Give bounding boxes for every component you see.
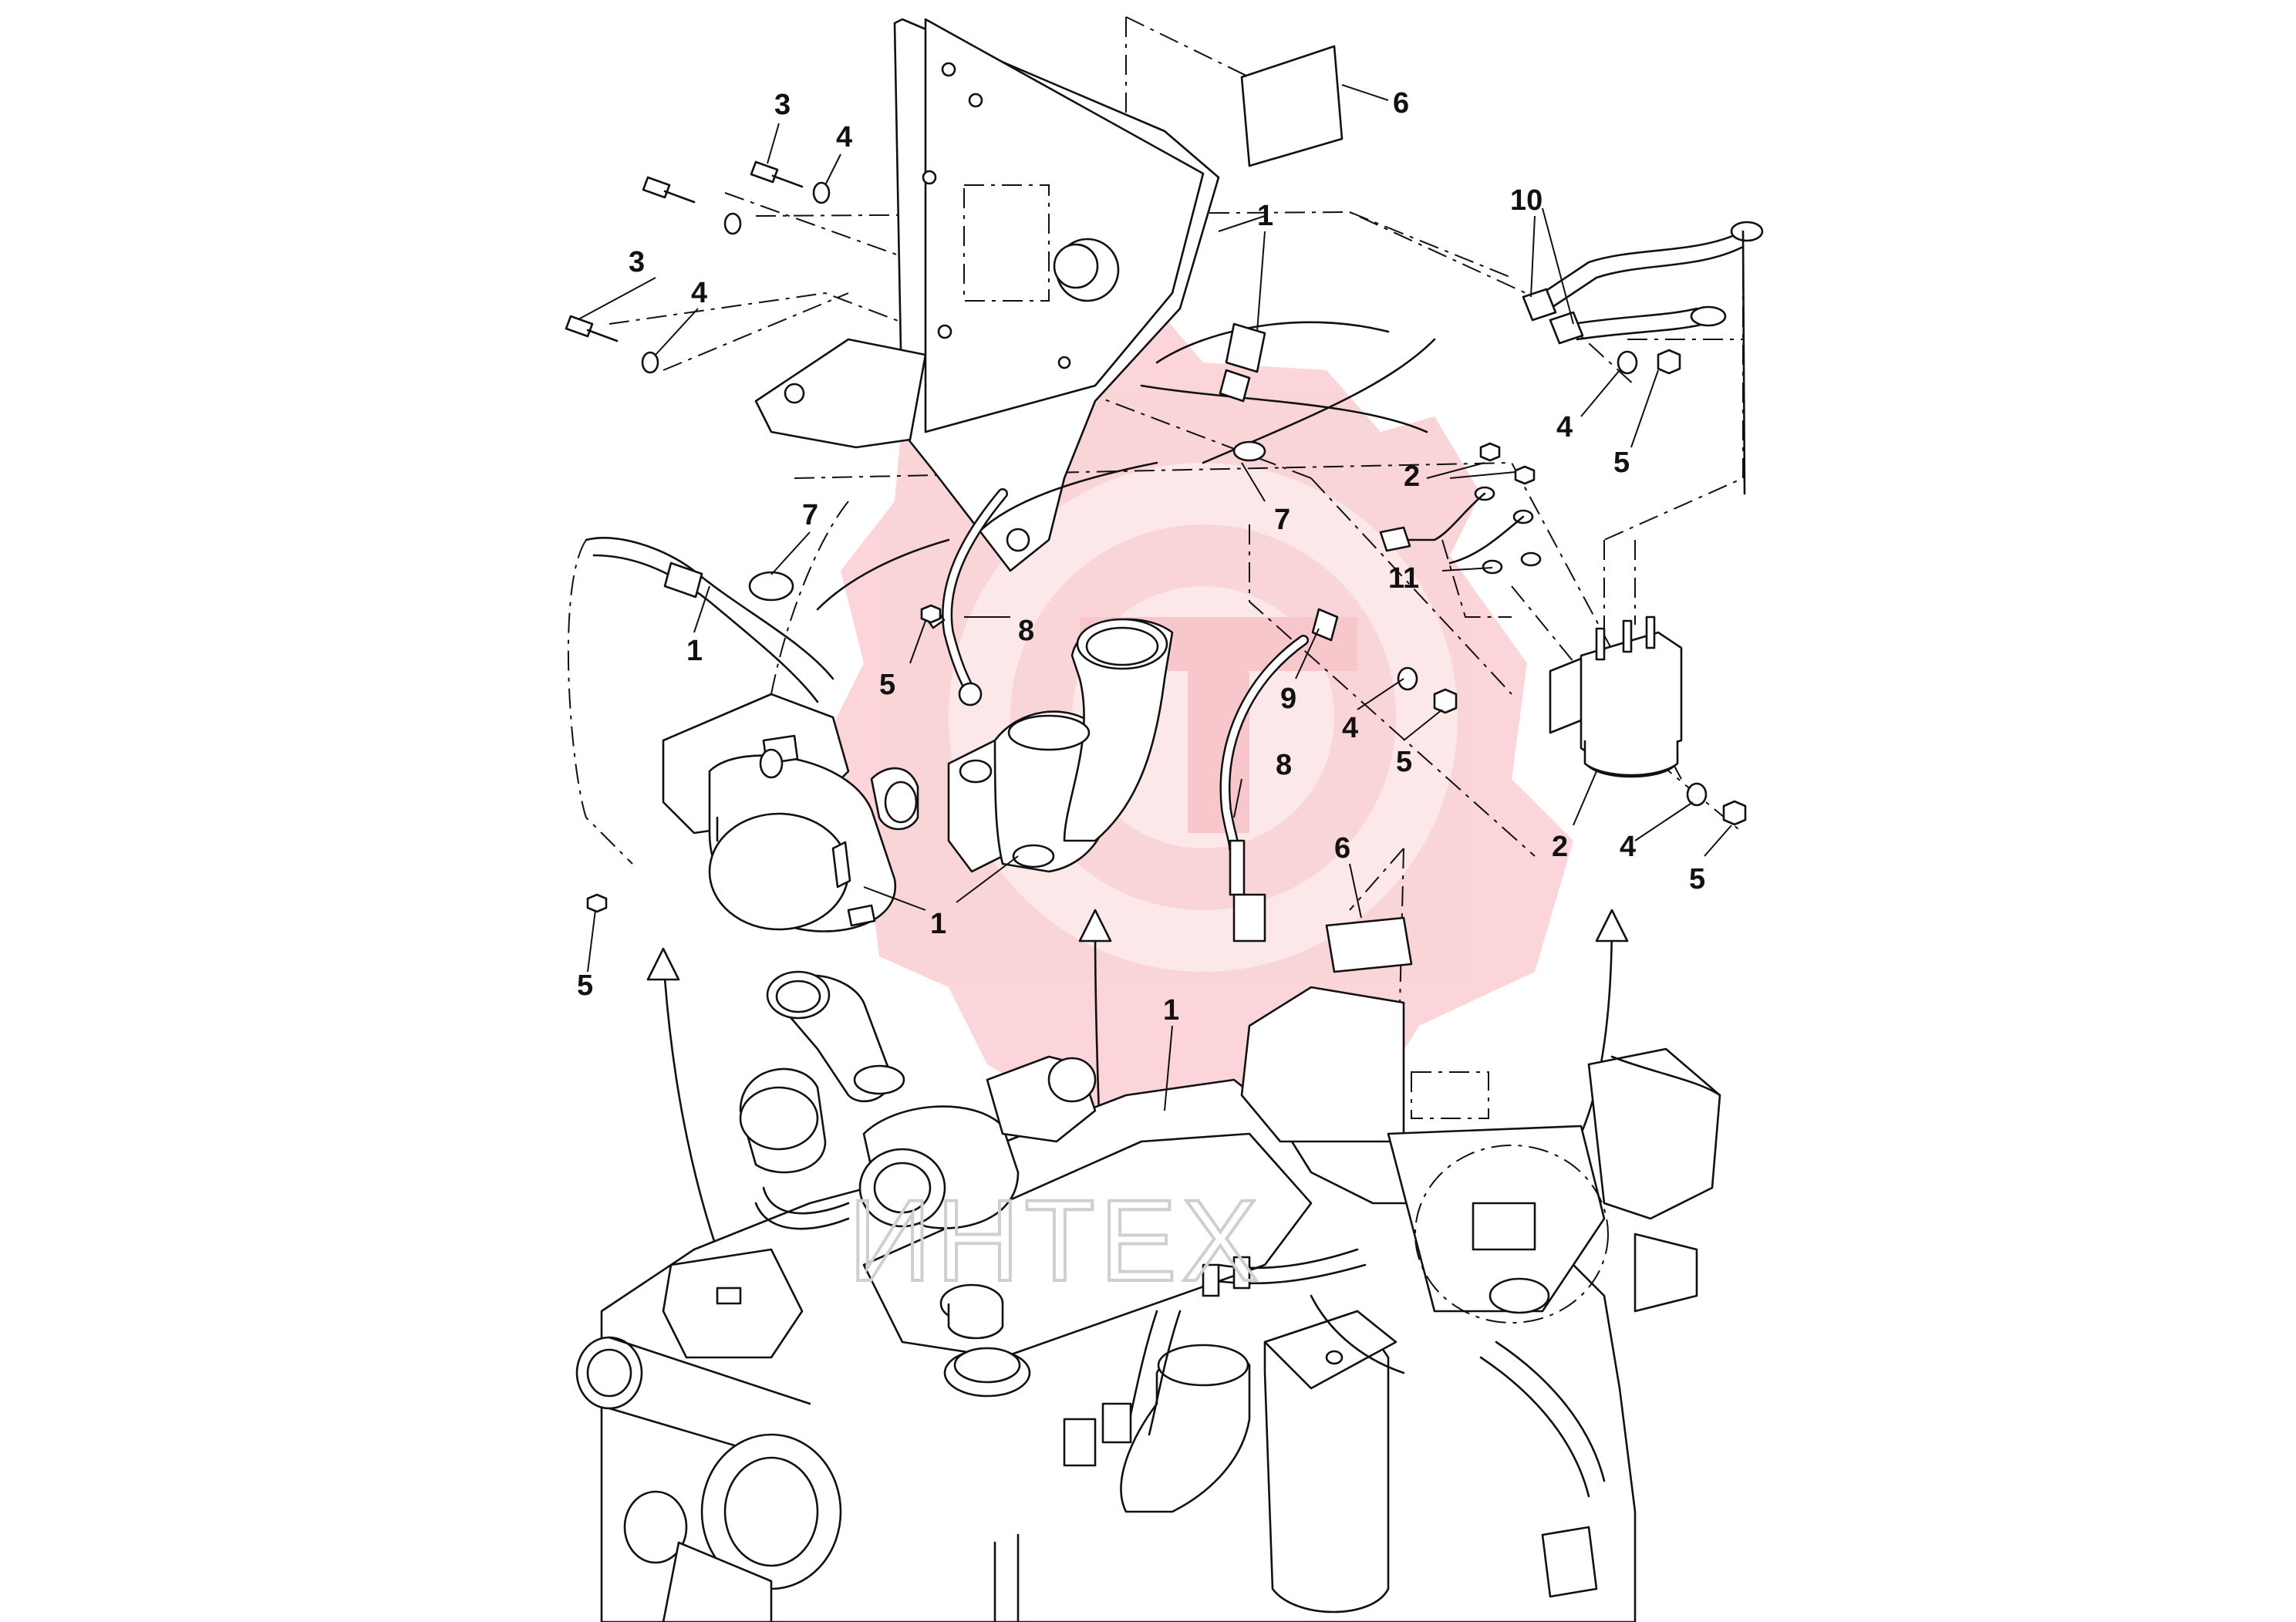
- callout-4-center: 4: [1342, 712, 1358, 744]
- wiring-harness: [585, 321, 1436, 703]
- callout-1-engine: 1: [1163, 994, 1179, 1027]
- bolts-upper-left: [565, 160, 831, 374]
- callout-5-left: 5: [577, 969, 593, 1002]
- callout-10: 10: [1510, 184, 1542, 217]
- callout-5-center: 5: [879, 669, 895, 701]
- mounting-bracket: [754, 18, 1220, 572]
- callout-4-mid: 4: [691, 277, 707, 309]
- starter-relay: [1549, 615, 1683, 778]
- alternator-elbow: [947, 618, 1174, 873]
- callout-3-top: 3: [774, 89, 791, 121]
- callout-4-right: 4: [1556, 411, 1573, 443]
- engine-assembly: [575, 970, 1721, 1622]
- callout-2-upper: 2: [1404, 460, 1420, 493]
- callout-3-mid: 3: [629, 246, 645, 278]
- callout-4-lower-right: 4: [1620, 831, 1636, 863]
- leader-lines: [578, 84, 1732, 1111]
- callout-11: 11: [1388, 562, 1419, 595]
- battery-cables: [1522, 221, 1764, 495]
- label-plate-lower: [1325, 916, 1413, 973]
- callouts: 6 3 4 3 4 1 10 4 5 2 7 7 11 1 8 5 9 4 5 …: [577, 87, 1705, 1027]
- callout-5-lower-right: 5: [1689, 863, 1705, 895]
- callout-7-center: 7: [1274, 504, 1290, 536]
- callout-9: 9: [1280, 683, 1296, 715]
- callout-6-lower: 6: [1334, 832, 1350, 865]
- label-plate-upper: [1240, 45, 1344, 167]
- fasteners-right: [586, 442, 1747, 913]
- callout-5-center-right: 5: [1396, 746, 1412, 778]
- callout-8-lower: 8: [1276, 749, 1292, 781]
- callout-5-right: 5: [1613, 447, 1630, 479]
- callout-1-bracket: 1: [1257, 200, 1273, 232]
- callout-1-starter: 1: [930, 908, 946, 940]
- starter-motor: [662, 693, 919, 932]
- callout-4-top: 4: [836, 121, 852, 153]
- ground-cable-lower: [1219, 608, 1339, 943]
- callout-7-left: 7: [802, 499, 818, 531]
- watermark-text: ИНТЕХ: [848, 1175, 1263, 1305]
- callout-6-upper: 6: [1393, 87, 1409, 120]
- callout-2-relay: 2: [1552, 831, 1568, 863]
- callout-1-harness: 1: [686, 635, 703, 667]
- callout-8-upper: 8: [1018, 615, 1034, 647]
